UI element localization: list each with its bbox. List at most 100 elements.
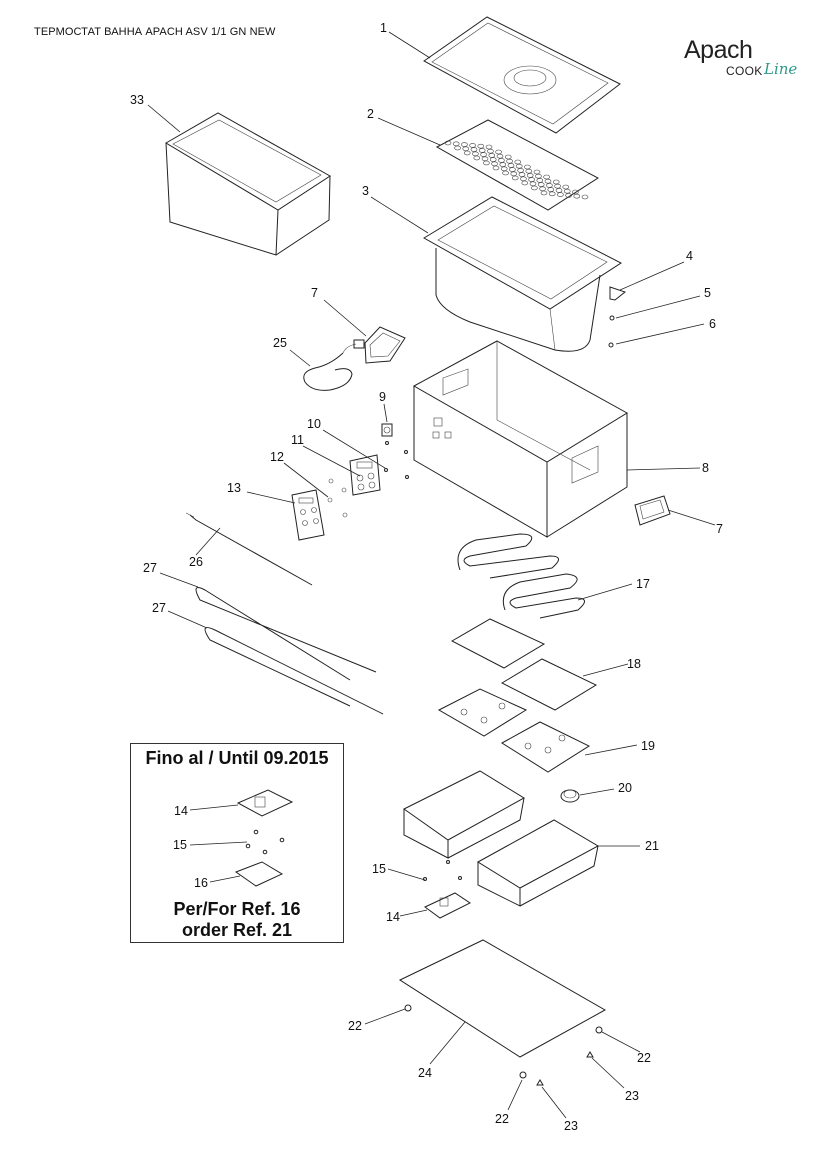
callout-13: 13 bbox=[227, 481, 241, 495]
callout-10: 10 bbox=[307, 417, 321, 431]
rack-hole bbox=[572, 189, 579, 195]
rack-hole bbox=[495, 149, 502, 155]
rack-hole bbox=[539, 186, 546, 192]
inset-callout-14: 14 bbox=[174, 804, 188, 818]
callout-17: 17 bbox=[636, 577, 650, 591]
callout-11: 11 bbox=[291, 433, 304, 447]
callout-21: 21 bbox=[645, 839, 659, 853]
rack-hole bbox=[487, 148, 494, 154]
rack-hole bbox=[547, 187, 555, 192]
callout-14-lower: 14 bbox=[386, 910, 400, 924]
rack-hole bbox=[518, 172, 526, 177]
rack-hole bbox=[535, 173, 542, 179]
rack-hole bbox=[444, 140, 452, 146]
rack-hole bbox=[478, 148, 486, 153]
rack-hole bbox=[511, 175, 519, 181]
rack-hole bbox=[463, 150, 471, 156]
rack-hole bbox=[509, 167, 516, 172]
part-connector-9 bbox=[381, 423, 393, 437]
callout-27a: 27 bbox=[143, 561, 157, 575]
callout-33: 33 bbox=[130, 93, 144, 107]
rack-hole bbox=[504, 154, 512, 160]
part-nuts-12 bbox=[327, 478, 348, 518]
rack-hole bbox=[521, 180, 529, 186]
rack-hole bbox=[498, 158, 505, 163]
rack-hole bbox=[533, 169, 541, 175]
callout-8: 8 bbox=[702, 461, 709, 475]
rack-hole bbox=[472, 151, 479, 157]
callout-9: 9 bbox=[379, 390, 386, 404]
part-foot-22b bbox=[595, 1026, 603, 1034]
rack-hole bbox=[470, 147, 478, 152]
rack-hole bbox=[483, 160, 490, 166]
inset-callout-15: 15 bbox=[173, 838, 187, 852]
rack-hole bbox=[554, 183, 561, 189]
part-foot-22a bbox=[404, 1004, 412, 1012]
rack-hole bbox=[481, 156, 489, 162]
part-wires-27 bbox=[195, 587, 384, 715]
rack-hole bbox=[528, 177, 535, 182]
rack-hole bbox=[514, 159, 522, 165]
rack-hole bbox=[489, 157, 497, 162]
rack-hole bbox=[525, 168, 533, 174]
rack-hole bbox=[485, 144, 493, 150]
rack-hole bbox=[540, 190, 548, 196]
part-screw-23b bbox=[536, 1079, 544, 1086]
part-base-plate bbox=[398, 939, 607, 1058]
rack-hole bbox=[581, 194, 589, 200]
rack-hole bbox=[473, 155, 481, 161]
header-title: ТЕРМОСТАТ ВАННА APACH ASV 1/1 GN NEW bbox=[34, 26, 276, 38]
rack-hole bbox=[543, 174, 550, 180]
part-gn-pan bbox=[423, 196, 622, 352]
part-main-housing bbox=[412, 340, 628, 538]
callout-12: 12 bbox=[270, 450, 284, 464]
callout-5: 5 bbox=[704, 286, 711, 300]
part-fuse-holder bbox=[560, 789, 580, 803]
part-probe-wire bbox=[185, 512, 313, 586]
part-screw-5 bbox=[609, 315, 615, 321]
callout-23a: 23 bbox=[625, 1089, 639, 1103]
rack-hole bbox=[544, 178, 552, 184]
part-power-board-lower bbox=[423, 860, 471, 919]
rack-hole bbox=[452, 141, 460, 147]
callout-23b: 23 bbox=[564, 1119, 578, 1133]
rack-hole bbox=[480, 152, 487, 157]
part-trays bbox=[403, 770, 600, 907]
callout-7-top: 7 bbox=[311, 286, 318, 300]
logo-cook-text: COOK bbox=[726, 64, 763, 78]
callout-22a: 22 bbox=[348, 1019, 362, 1033]
rack-hole bbox=[461, 142, 468, 147]
callout-26: 26 bbox=[189, 555, 203, 569]
rack-hole bbox=[524, 164, 531, 170]
part-bracket-4 bbox=[609, 286, 627, 301]
rack-hole bbox=[548, 191, 556, 197]
part-lid bbox=[423, 16, 621, 134]
rack-hole bbox=[491, 161, 498, 167]
inset-title: Fino al / Until 09.2015 bbox=[145, 748, 329, 768]
rack-hole bbox=[510, 171, 518, 177]
callout-22b: 22 bbox=[637, 1051, 651, 1065]
leader-lines bbox=[147, 31, 716, 1119]
rack-hole bbox=[492, 165, 500, 171]
rack-hole bbox=[546, 183, 553, 188]
part-display-frame-right bbox=[634, 495, 671, 526]
rack-hole bbox=[454, 145, 461, 151]
callout-6: 6 bbox=[709, 317, 716, 331]
callout-22c: 22 bbox=[495, 1112, 509, 1126]
callout-4: 4 bbox=[686, 249, 693, 263]
part-foot-22c bbox=[519, 1071, 527, 1079]
rack-hole bbox=[529, 181, 537, 187]
logo-line-text: Line bbox=[764, 60, 798, 78]
rack-hole bbox=[506, 158, 513, 164]
callout-27b: 27 bbox=[152, 601, 166, 615]
part-screw-23a bbox=[586, 1051, 594, 1058]
rack-hole bbox=[531, 185, 538, 191]
part-heating-elements bbox=[457, 533, 585, 619]
rack-hole bbox=[555, 188, 563, 193]
brand-logo: Apach COOK Line bbox=[684, 36, 798, 84]
part-mounting-plates bbox=[437, 688, 591, 773]
rack-hole bbox=[477, 143, 485, 149]
callout-18: 18 bbox=[627, 657, 641, 671]
part-screw-6 bbox=[608, 342, 614, 348]
